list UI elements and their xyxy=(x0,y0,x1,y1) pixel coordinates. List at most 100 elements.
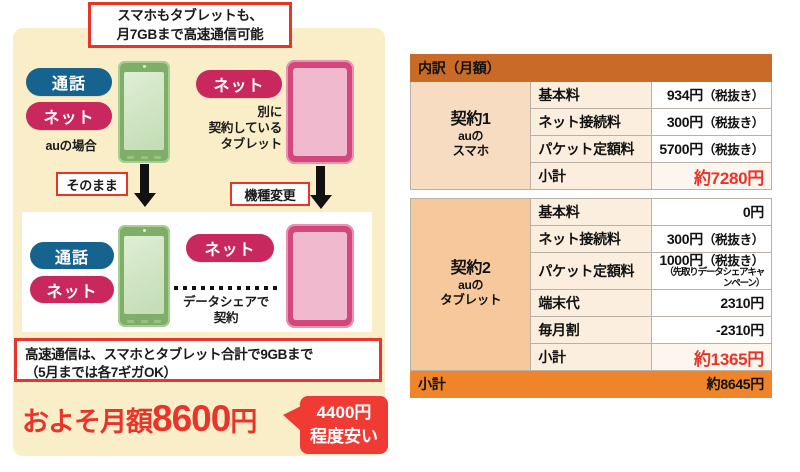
table-row: 契約1 auの スマホ 基本料 934円（税抜き） xyxy=(409,81,773,190)
speed-note-box: 高速通信は、スマホとタブレット合計で9GBまで （5月までは各7ギガOK） xyxy=(14,338,382,382)
after-phone-device xyxy=(118,225,170,327)
row-label: パケット定額料 xyxy=(530,135,652,163)
row-value: -2310円 xyxy=(650,316,773,344)
table-row: パケット定額料 5700円（税抜き） xyxy=(411,135,773,163)
row-amount: 0円 xyxy=(742,204,764,220)
before-phone-pill-call: 通話 xyxy=(26,68,112,96)
monthly-total-amount: 8600 xyxy=(152,398,231,439)
table-header-row: 内訳（月額） xyxy=(410,54,772,82)
group-sub-2: タブレット xyxy=(440,293,502,307)
row-value: 300円（税抜き） xyxy=(650,225,773,253)
table-row: ネット接続料 300円（税抜き） xyxy=(411,225,773,253)
phone-keys-icon xyxy=(127,155,161,159)
row-tax-note: （税抜き） xyxy=(702,254,764,268)
group-sub-1: auの xyxy=(458,278,484,292)
row-amount-wrap: 1000円（税抜き） xyxy=(659,253,764,268)
row-value: 2310円 xyxy=(650,289,773,317)
row-amount: 5700円 xyxy=(659,141,703,157)
row-tax-note: （税抜き） xyxy=(702,89,764,103)
phone-camera-icon xyxy=(142,229,146,232)
row-tax-note: （税抜き） xyxy=(702,143,764,157)
row-amount: -2310円 xyxy=(715,322,764,338)
row-label: 基本料 xyxy=(530,81,652,109)
transition-label-phone: そのまま xyxy=(56,172,128,196)
row-value: 0円 xyxy=(650,198,773,226)
phone-screen xyxy=(124,72,164,150)
row-amount: 300円 xyxy=(666,231,703,247)
table-row: 小計 約7280円 xyxy=(411,162,773,190)
table-row: 端末代 2310円 xyxy=(411,289,773,317)
speed-note-line-1: 高速通信は、スマホとタブレット合計で9GBまで xyxy=(25,347,314,362)
table-row: 小計 約1365円 xyxy=(411,343,773,371)
after-phone-pill-net: ネット xyxy=(30,276,114,303)
tablet-screen xyxy=(293,68,347,156)
speed-note-line-2: （5月までは各7ギガOK） xyxy=(25,365,177,380)
before-tablet-caption-2: 契約している xyxy=(208,121,283,135)
after-phone-pill-call: 通話 xyxy=(30,242,114,269)
monthly-total-unit: 円 xyxy=(230,407,257,437)
row-label: 小計 xyxy=(530,162,652,190)
savings-badge-line-2: 程度安い xyxy=(310,427,378,446)
row-tax-note: （税抜き） xyxy=(702,233,764,247)
table-group-gap xyxy=(410,189,772,199)
table-row: ネット接続料 300円（税抜き） xyxy=(411,108,773,136)
group-cell-contract-2: 契約2 auの タブレット xyxy=(409,198,532,371)
row-tax-note: （税抜き） xyxy=(702,116,764,130)
row-value: 934円（税抜き） xyxy=(650,81,773,109)
phone-flow-arrow-icon xyxy=(133,164,156,207)
table-footer-row: 小計 約8645円 xyxy=(410,370,773,398)
savings-badge: 4400円 程度安い xyxy=(283,396,388,454)
tablet-flow-arrow-icon xyxy=(309,166,332,209)
group-cell-contract-1: 契約1 auの スマホ xyxy=(409,81,532,190)
before-tablet-caption-3: タブレット xyxy=(220,137,282,151)
before-phone-device xyxy=(118,61,170,163)
row-label: パケット定額料 xyxy=(530,252,652,290)
table-row: 毎月割 -2310円 xyxy=(411,316,773,344)
after-tablet-device xyxy=(286,224,354,328)
table-header-title: 内訳（月額） xyxy=(410,54,772,82)
top-callout-box: スマホもタブレットも、 月7GBまで高速通信可能 xyxy=(88,2,292,48)
data-share-caption-1: データシェアで xyxy=(182,295,270,309)
row-amount: 934円 xyxy=(666,87,703,103)
row-value-subtotal: 約7280円 xyxy=(650,162,773,190)
row-amount: 300円 xyxy=(666,114,703,130)
after-tablet-pill-net: ネット xyxy=(186,234,274,262)
row-value: 1000円（税抜き） （先取りデータシェアキャンペーン） xyxy=(650,252,773,290)
table-row: パケット定額料 1000円（税抜き） （先取りデータシェアキャンペーン） xyxy=(411,252,773,290)
row-value: 5700円（税抜き） xyxy=(650,135,773,163)
table-row: 契約2 auの タブレット 基本料 0円 xyxy=(409,198,773,371)
monthly-total-prefix: およそ月額 xyxy=(22,407,153,437)
group-name: 契約1 xyxy=(450,111,491,128)
before-tablet-device xyxy=(286,60,354,164)
row-amount: 2310円 xyxy=(720,295,764,311)
phone-keys-icon xyxy=(127,319,161,323)
row-amount: 1000円 xyxy=(659,252,703,268)
savings-badge-line-1: 4400円 xyxy=(316,403,372,422)
row-label: 毎月割 xyxy=(530,316,652,344)
row-label: 小計 xyxy=(530,343,652,371)
footer-total-label: 小計 xyxy=(410,370,652,398)
top-callout-line-2: 月7GBまで高速通信可能 xyxy=(116,27,264,42)
row-label: 端末代 xyxy=(530,289,652,317)
data-share-dotted-line xyxy=(174,286,278,290)
before-tablet-pill-net: ネット xyxy=(196,70,282,98)
footer-total-value: 約8645円 xyxy=(650,370,773,398)
before-tablet-caption-1: 別に xyxy=(257,105,282,119)
phone-screen xyxy=(124,236,164,314)
group-name: 契約2 xyxy=(450,260,491,277)
group-sub-1: auの xyxy=(458,129,484,143)
row-label: 基本料 xyxy=(530,198,652,226)
top-callout-line-1: スマホもタブレットも、 xyxy=(117,8,263,23)
breakdown-table-wrapper: 内訳（月額） 契約1 auの スマホ 基本料 934円（税抜き） ネット接続料 … xyxy=(409,54,773,398)
row-label: ネット接続料 xyxy=(530,225,652,253)
transition-label-tablet: 機種変更 xyxy=(230,182,310,206)
row-label: ネット接続料 xyxy=(530,108,652,136)
before-phone-pill-net: ネット xyxy=(26,102,112,130)
phone-camera-icon xyxy=(142,65,146,68)
row-value: 300円（税抜き） xyxy=(650,108,773,136)
row-campaign-note: （先取りデータシェアキャンペーン） xyxy=(664,267,765,289)
group-sub-2: スマホ xyxy=(452,144,490,158)
data-share-caption-2: 契約 xyxy=(213,311,239,325)
row-value-subtotal: 約1365円 xyxy=(650,343,773,371)
